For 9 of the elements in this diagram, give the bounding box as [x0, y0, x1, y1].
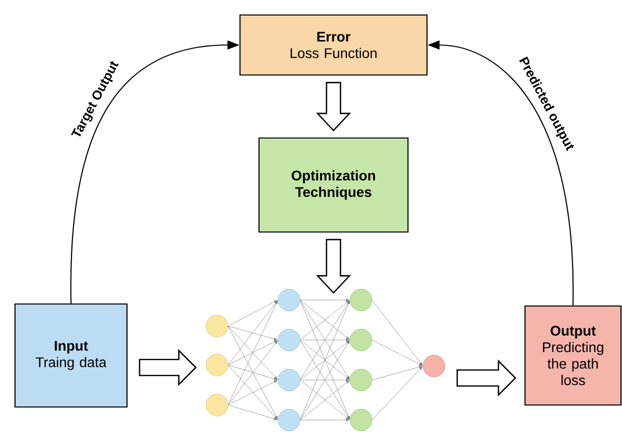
block-arrow — [316, 238, 351, 294]
block-arrow — [456, 359, 516, 397]
block-arrow — [138, 348, 197, 386]
neural-network-drawing — [206, 288, 446, 432]
output-box: Output Predicting the path loss — [524, 305, 622, 406]
optimization-box: Optimization Techniques — [258, 137, 409, 233]
error-box: Error Loss Function — [239, 14, 428, 76]
input-box: Input Traing data — [14, 303, 128, 408]
block-arrow — [316, 82, 351, 132]
